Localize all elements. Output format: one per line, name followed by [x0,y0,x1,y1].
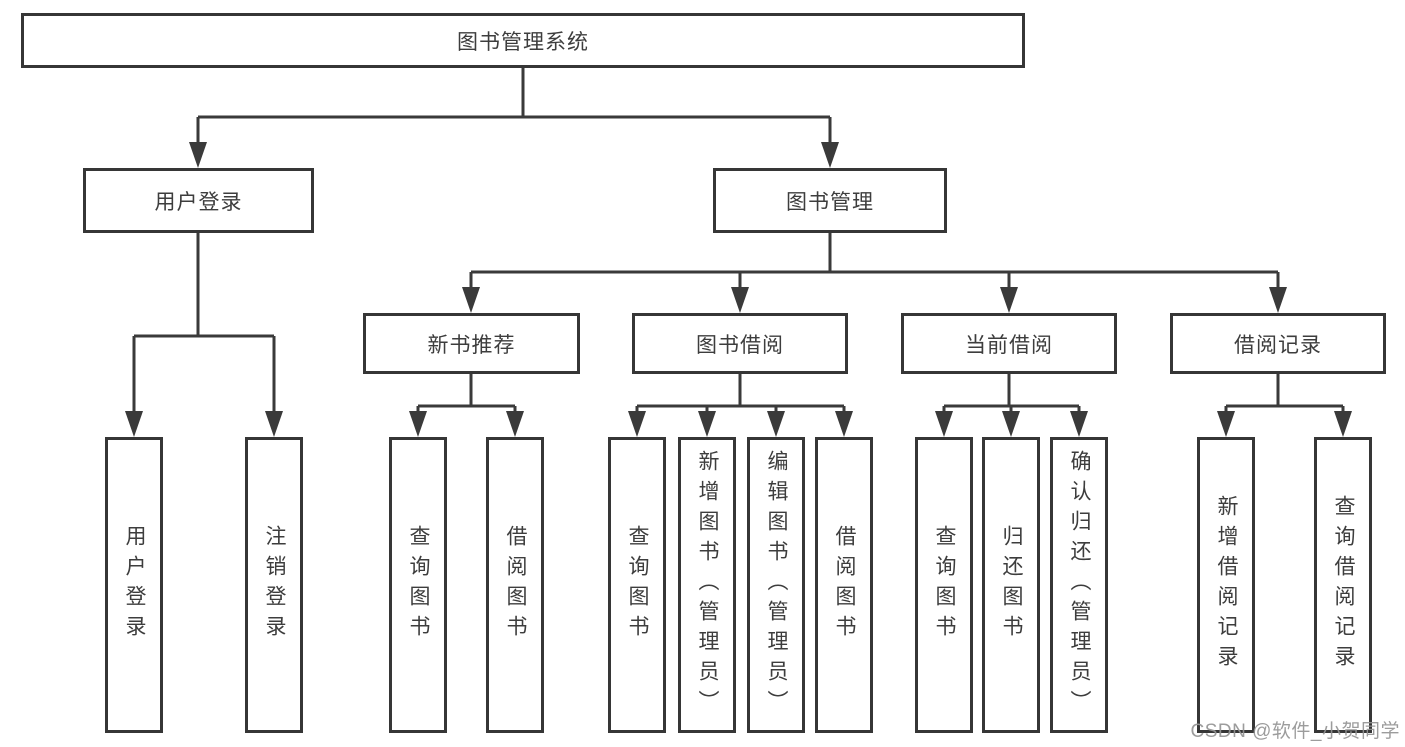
leaf-borrow-book-1: 借阅图书 [486,437,544,733]
node-user-login: 用户登录 [83,168,314,233]
leaf-add-book-admin: 新增图书（管理员） [678,437,736,733]
watermark: CSDN @软件_小贺同学 [1190,721,1400,742]
leaf-logout-login: 注销登录 [245,437,303,733]
connector-lines [132,68,1345,415]
leaf-query-book-1: 查询图书 [389,437,447,733]
leaf-return-book: 归还图书 [982,437,1040,733]
node-borrow-records: 借阅记录 [1170,313,1386,374]
node-book-management: 图书管理 [713,168,947,233]
node-new-book-recommend: 新书推荐 [363,313,580,374]
leaf-add-borrow-record: 新增借阅记录 [1197,437,1255,733]
leaf-query-book-2: 查询图书 [608,437,666,733]
leaf-borrow-book-2: 借阅图书 [815,437,873,733]
leaf-edit-book-admin: 编辑图书（管理员） [747,437,805,733]
leaf-user-login: 用户登录 [105,437,163,733]
leaf-query-borrow-record: 查询借阅记录 [1314,437,1372,733]
arrowheads [125,142,1352,437]
node-current-borrow: 当前借阅 [901,313,1117,374]
leaf-confirm-return-admin: 确认归还（管理员） [1050,437,1108,733]
node-root: 图书管理系统 [21,13,1025,68]
node-book-borrow: 图书借阅 [632,313,848,374]
leaf-query-book-3: 查询图书 [915,437,973,733]
